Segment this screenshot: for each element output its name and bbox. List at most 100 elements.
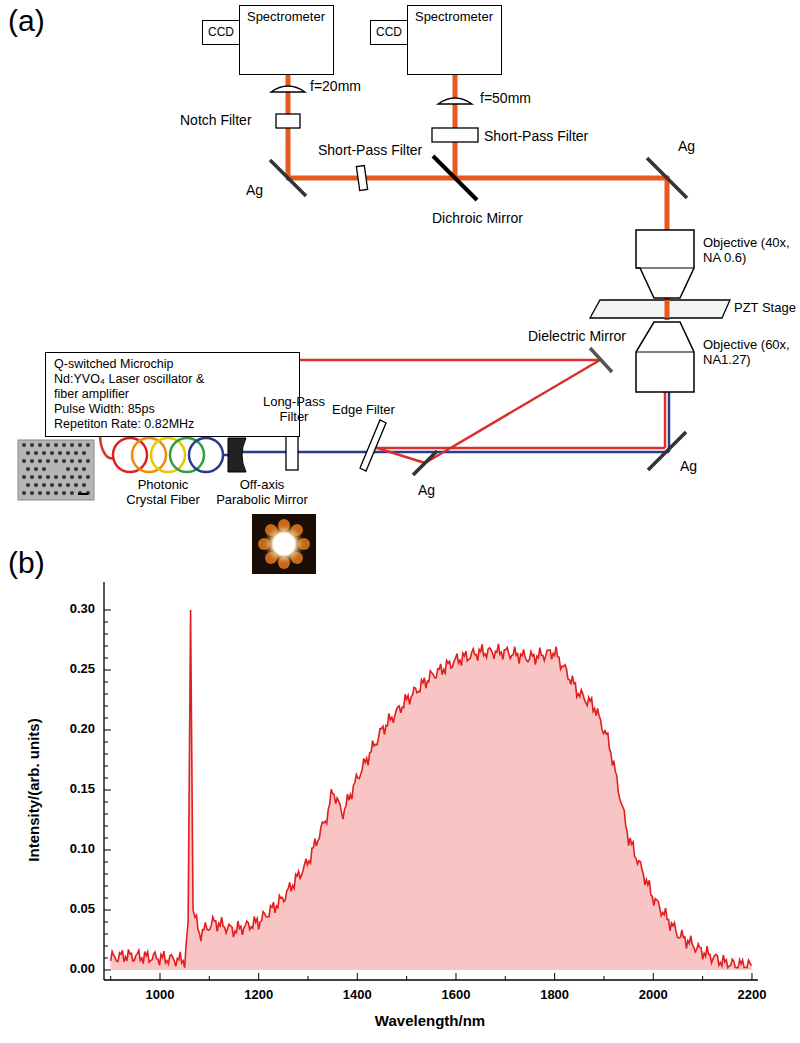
fiber-hole bbox=[30, 475, 34, 479]
lens-label: f=20mm bbox=[310, 78, 361, 94]
spectrum-line bbox=[111, 610, 752, 968]
axis-tick bbox=[104, 850, 111, 851]
axis-tick bbox=[104, 634, 108, 635]
short-pass-filter bbox=[432, 128, 478, 142]
axis-tick bbox=[104, 790, 111, 791]
tick-label: 1400 bbox=[343, 988, 372, 1003]
mirror-label: Dichroic Mirror bbox=[432, 210, 523, 226]
fiber-hole bbox=[58, 483, 62, 487]
axis-tick bbox=[104, 970, 111, 971]
laser-box: Q-switched Microchip Nd:YVO₄ Laser oscil… bbox=[45, 352, 300, 437]
tick-label: 0.25 bbox=[70, 662, 95, 677]
axis-tick bbox=[104, 682, 108, 683]
axis-tick bbox=[751, 973, 752, 980]
axis-tick bbox=[104, 766, 108, 767]
fiber-hole bbox=[42, 467, 46, 471]
axis-tick bbox=[104, 646, 108, 647]
fiber-hole bbox=[78, 459, 82, 463]
tick-label: 2000 bbox=[639, 988, 668, 1003]
fiber-hole bbox=[58, 451, 62, 455]
signal-beam bbox=[286, 75, 669, 320]
objective bbox=[636, 230, 694, 298]
axis-tick bbox=[104, 670, 111, 671]
edge-filter bbox=[360, 420, 386, 471]
axis-tick bbox=[104, 874, 108, 875]
axis-tick bbox=[104, 658, 108, 659]
parabolic-mirror bbox=[228, 438, 246, 472]
fiber-hole bbox=[26, 451, 30, 455]
fiber-hole bbox=[62, 475, 66, 479]
axis-tick bbox=[258, 973, 259, 980]
fiber-hole bbox=[22, 443, 26, 447]
mode-core bbox=[273, 533, 295, 555]
box-label: Spectrometer bbox=[247, 9, 325, 25]
fiber-hole bbox=[70, 459, 74, 463]
tick-label: 1800 bbox=[540, 988, 569, 1003]
fiber-hole bbox=[66, 483, 70, 487]
tick-label: 1200 bbox=[244, 988, 273, 1003]
axis-tick bbox=[104, 886, 108, 887]
fiber-hole bbox=[82, 467, 86, 471]
filter-label: Short-Pass Filter bbox=[318, 142, 422, 158]
mode-core bbox=[264, 524, 304, 564]
axis-tick bbox=[209, 976, 210, 980]
laser-spec-text: Q-switched Microchip Nd:YVO₄ Laser oscil… bbox=[54, 357, 219, 402]
axis-tick bbox=[110, 976, 111, 980]
tick-label: 0.05 bbox=[70, 902, 95, 917]
fiber-hole bbox=[66, 467, 70, 471]
fiber-hole bbox=[54, 443, 58, 447]
dichroic-mirror bbox=[433, 156, 477, 200]
axis-tick bbox=[406, 976, 407, 980]
tick-label: 0.15 bbox=[70, 782, 95, 797]
fiber-hole bbox=[26, 467, 30, 471]
fiber-hole bbox=[66, 451, 70, 455]
axis-tick bbox=[603, 976, 604, 980]
fiber-hole bbox=[34, 451, 38, 455]
mirror-label: Ag bbox=[246, 182, 263, 198]
fiber-hole bbox=[50, 451, 54, 455]
fiber-hole bbox=[82, 483, 86, 487]
fiber-hole bbox=[22, 475, 26, 479]
fiber-hole bbox=[42, 451, 46, 455]
box-label: CCD bbox=[376, 25, 402, 39]
spectrometer-box: Spectrometer bbox=[407, 5, 502, 75]
lens bbox=[438, 98, 472, 104]
axis-tick bbox=[104, 778, 108, 779]
tick-label: 0.30 bbox=[70, 602, 95, 617]
signal-beam bbox=[665, 300, 670, 318]
fiber-hole bbox=[46, 491, 50, 495]
axis-tick bbox=[104, 610, 111, 611]
panel-label: (a) bbox=[8, 4, 45, 39]
axis-tick bbox=[455, 973, 456, 980]
axis-tick bbox=[104, 730, 111, 731]
fiber-hole bbox=[46, 459, 50, 463]
scale-bar bbox=[78, 493, 88, 495]
filter-label: Edge Filter bbox=[332, 403, 395, 418]
axis-tick bbox=[104, 946, 108, 947]
fiber-hole bbox=[54, 459, 58, 463]
axis-tick bbox=[307, 976, 308, 980]
lens-label: f=50mm bbox=[480, 90, 531, 106]
fiber-hole bbox=[78, 475, 82, 479]
excitation-beam bbox=[242, 360, 669, 463]
fiber-hole bbox=[46, 443, 50, 447]
axis-tick bbox=[104, 922, 108, 923]
axis-tick bbox=[104, 814, 108, 815]
axis-title: Wavelength/nm bbox=[375, 1012, 485, 1029]
mirror-label: Off-axis Parabolic Mirror bbox=[214, 478, 310, 508]
ccd-box: CCD bbox=[202, 20, 240, 45]
fiber-hole bbox=[70, 443, 74, 447]
short-pass-filter bbox=[356, 166, 367, 191]
box-label: Spectrometer bbox=[415, 9, 493, 25]
fiber-hole bbox=[54, 491, 58, 495]
filter-label: Short-Pass Filter bbox=[484, 128, 588, 144]
fiber-hole bbox=[30, 459, 34, 463]
objective-label: Objective (40x, NA 0.6) bbox=[703, 236, 797, 266]
fiber-hole bbox=[38, 443, 42, 447]
fiber-hole bbox=[42, 483, 46, 487]
notch-filter bbox=[276, 114, 300, 128]
axis-tick bbox=[104, 862, 108, 863]
dielectric-mirror bbox=[590, 348, 612, 372]
fiber-hole bbox=[74, 451, 78, 455]
axis-line bbox=[103, 582, 104, 980]
